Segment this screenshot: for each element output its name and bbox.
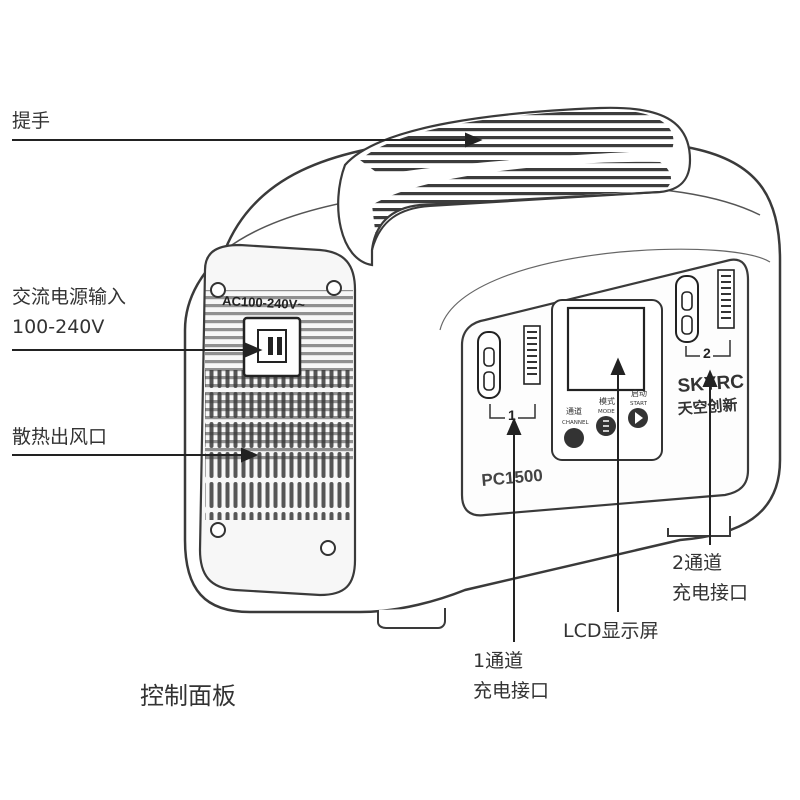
mode-label-en: MODE (598, 409, 615, 415)
channel-label-en: CHANNEL (562, 420, 589, 426)
label-ch2-port: 充电接口 (672, 582, 749, 604)
start-label-en: START (630, 401, 648, 407)
ac-rating-text: AC100-240V~ (222, 293, 306, 312)
label-handle: 提手 (12, 110, 51, 132)
start-label-cn: 启动 (631, 388, 647, 398)
label-ch1-port: 充电接口 (473, 680, 550, 702)
caption-control-panel: 控制面板 (140, 682, 236, 710)
channel-button[interactable] (564, 428, 584, 448)
label-lcd: LCD显示屏 (563, 620, 659, 642)
label-ch2-title: 2通道 (672, 552, 723, 574)
handle (337, 106, 692, 267)
side-panel (198, 243, 357, 597)
port-1-number: 1 (508, 407, 516, 423)
channel-label-cn: 通道 (566, 406, 582, 416)
brand-cn: 天空创新 (677, 396, 738, 418)
label-ac-input: 交流电源输入 (12, 286, 127, 308)
label-ch1-title: 1通道 (473, 650, 524, 672)
label-ac-voltage: 100-240V (12, 316, 105, 338)
leader-lines (12, 132, 718, 642)
port-2-number: 2 (703, 345, 711, 361)
lcd-screen (566, 306, 646, 392)
label-vent: 散热出风口 (12, 426, 108, 448)
control-panel (460, 258, 750, 517)
mode-label-cn: 模式 (599, 396, 615, 406)
